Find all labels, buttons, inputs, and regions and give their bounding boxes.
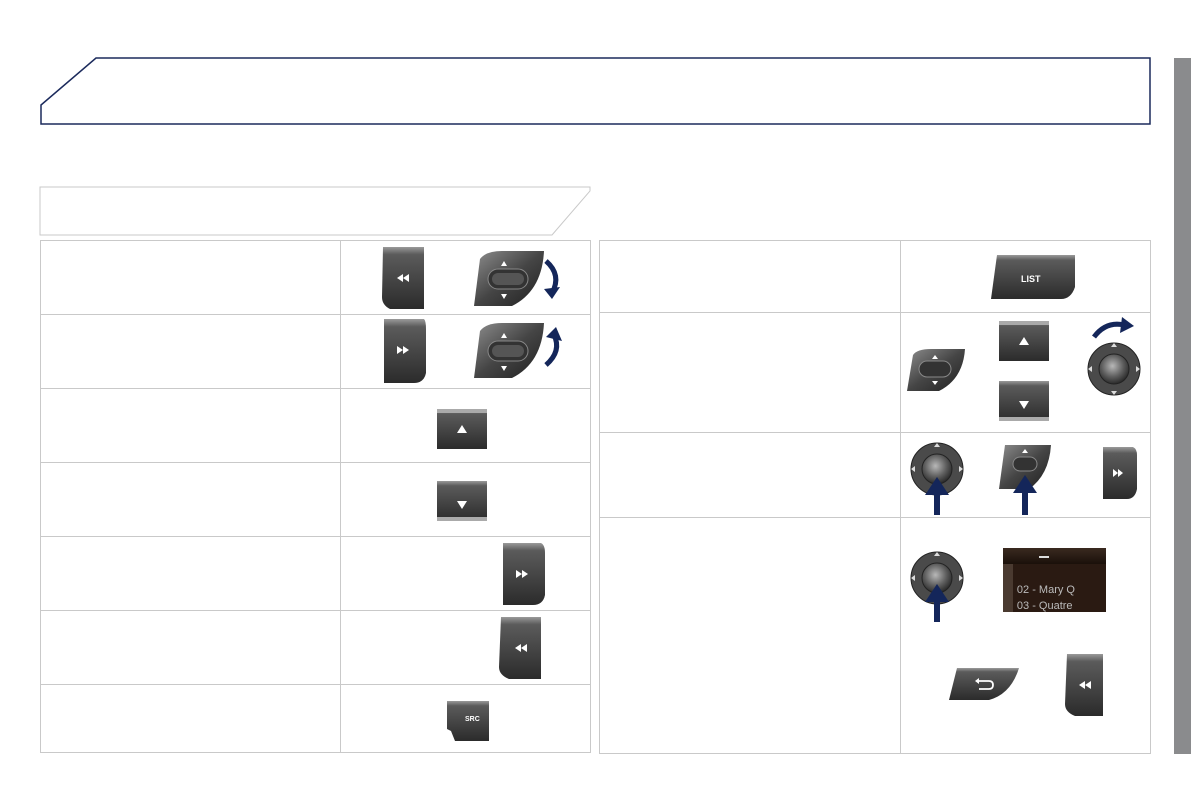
- display-screen-icon: 02 - Mary Q 03 - Quatre: [1002, 548, 1106, 612]
- table-row: [40, 610, 592, 685]
- back-button-icon: [948, 668, 1019, 700]
- thumbwheel-down-icon: [473, 251, 560, 306]
- display-line-2: 03 - Quatre: [1016, 600, 1073, 612]
- rotary-knob-turn-icon: [1087, 317, 1141, 396]
- rewind-button-icon: [1064, 654, 1103, 716]
- up-arrow-button-icon: [998, 321, 1049, 361]
- fast-forward-button-icon: [502, 543, 545, 605]
- fast-forward-button-icon: [1102, 447, 1137, 499]
- thumbwheel-press-icon: [998, 445, 1051, 515]
- table-row: [40, 536, 592, 611]
- chapter-header-tab: [40, 57, 1151, 125]
- display-line-1: 02 - Mary Q: [1016, 584, 1075, 596]
- thumbwheel-icon: [906, 349, 965, 391]
- src-button-icon: SRC: [446, 701, 489, 741]
- down-arrow-button-icon: [998, 381, 1049, 421]
- fast-forward-button-icon: [383, 319, 426, 383]
- section-header-tab: [39, 186, 591, 236]
- table-row: [40, 462, 592, 537]
- rewind-button-icon: [381, 247, 424, 309]
- table-row: 02 - Mary Q 03 - Quatre: [599, 517, 1152, 754]
- rotary-knob-press-icon: [910, 551, 964, 622]
- list-button-icon: LIST: [990, 255, 1075, 299]
- down-arrow-button-icon: [436, 481, 487, 521]
- table-row: [599, 312, 1152, 433]
- right-controls-table: LIST: [599, 240, 1152, 754]
- up-arrow-button-icon: [436, 409, 487, 449]
- table-row: [40, 388, 592, 463]
- left-controls-table: SRC: [40, 240, 592, 753]
- thumbwheel-up-icon: [473, 323, 562, 378]
- list-label: LIST: [1021, 274, 1041, 284]
- chapter-sidebar-stripe: [1174, 58, 1191, 754]
- table-row: SRC: [40, 684, 592, 753]
- rotary-knob-press-icon: [910, 442, 964, 515]
- table-row: LIST: [599, 240, 1152, 313]
- table-row: [40, 314, 592, 389]
- table-row: [40, 240, 592, 315]
- rewind-button-icon: [498, 617, 541, 679]
- table-row: [599, 432, 1152, 518]
- src-label: SRC: [465, 716, 480, 723]
